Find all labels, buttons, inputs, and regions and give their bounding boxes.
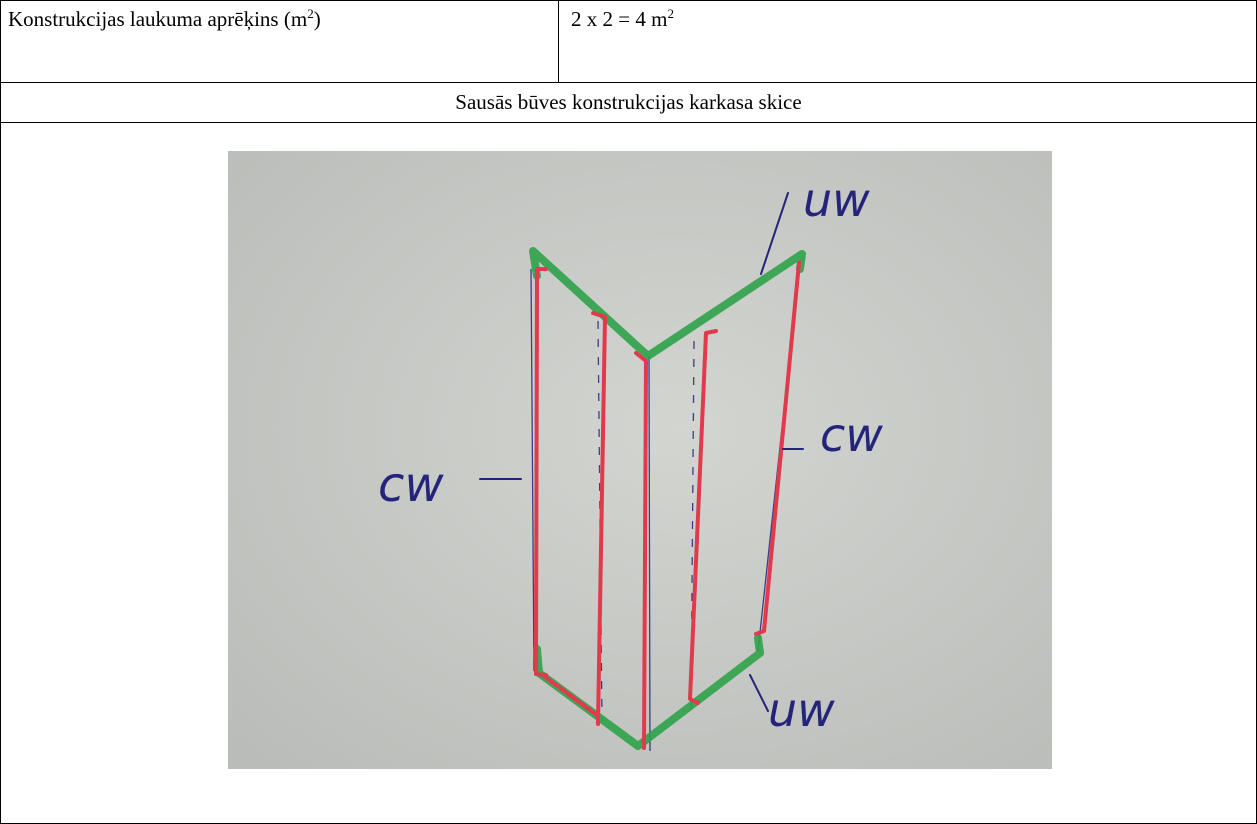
cw-stud-1 — [534, 267, 548, 677]
uw-bottom-track — [533, 634, 764, 750]
leader-bottom-right — [749, 674, 769, 712]
cw-stud-2 — [591, 311, 607, 726]
pen-labels: uw cw cw uw — [378, 173, 883, 737]
area-label-close: ) — [313, 7, 321, 31]
cw-brace-left — [542, 674, 600, 718]
label-uw-bottom: uw — [768, 683, 835, 737]
guide-center — [648, 355, 651, 752]
leader-top-right — [760, 192, 789, 275]
area-value-cell: 2 x 2 = 4 m2 — [558, 0, 1257, 83]
pen-leaders — [479, 192, 804, 712]
sketch-heading: Sausās būves konstrukcijas karkasa skice — [0, 82, 1257, 123]
area-value-text: 2 x 2 = 4 m — [571, 7, 668, 31]
area-label-superscript: 2 — [307, 6, 314, 21]
sketch-cell: uw cw cw uw — [0, 122, 1257, 824]
sketch-photo: uw cw cw uw — [228, 151, 1052, 769]
area-value-superscript: 2 — [667, 6, 674, 21]
label-uw-top: uw — [803, 173, 870, 227]
image-row: uw cw cw uw — [0, 122, 1257, 824]
paper-background — [228, 151, 1052, 769]
area-row: Konstrukcijas laukuma aprēķins (m2) 2 x … — [0, 0, 1257, 83]
area-label-text: Konstrukcijas laukuma aprēķins (m — [8, 7, 308, 31]
cw-stud-3 — [634, 351, 648, 750]
label-cw-right: cw — [820, 408, 883, 462]
guide-left — [530, 268, 535, 672]
frame-sketch-drawing: uw cw cw uw — [228, 151, 1052, 769]
cw-stud-4 — [688, 329, 718, 705]
heading-row: Sausās būves konstrukcijas karkasa skice — [0, 82, 1257, 123]
label-cw-left: cw — [378, 457, 444, 513]
cw-stud-5 — [754, 261, 801, 636]
cw-studs — [534, 261, 801, 750]
area-label-cell: Konstrukcijas laukuma aprēķins (m2) — [0, 0, 559, 83]
